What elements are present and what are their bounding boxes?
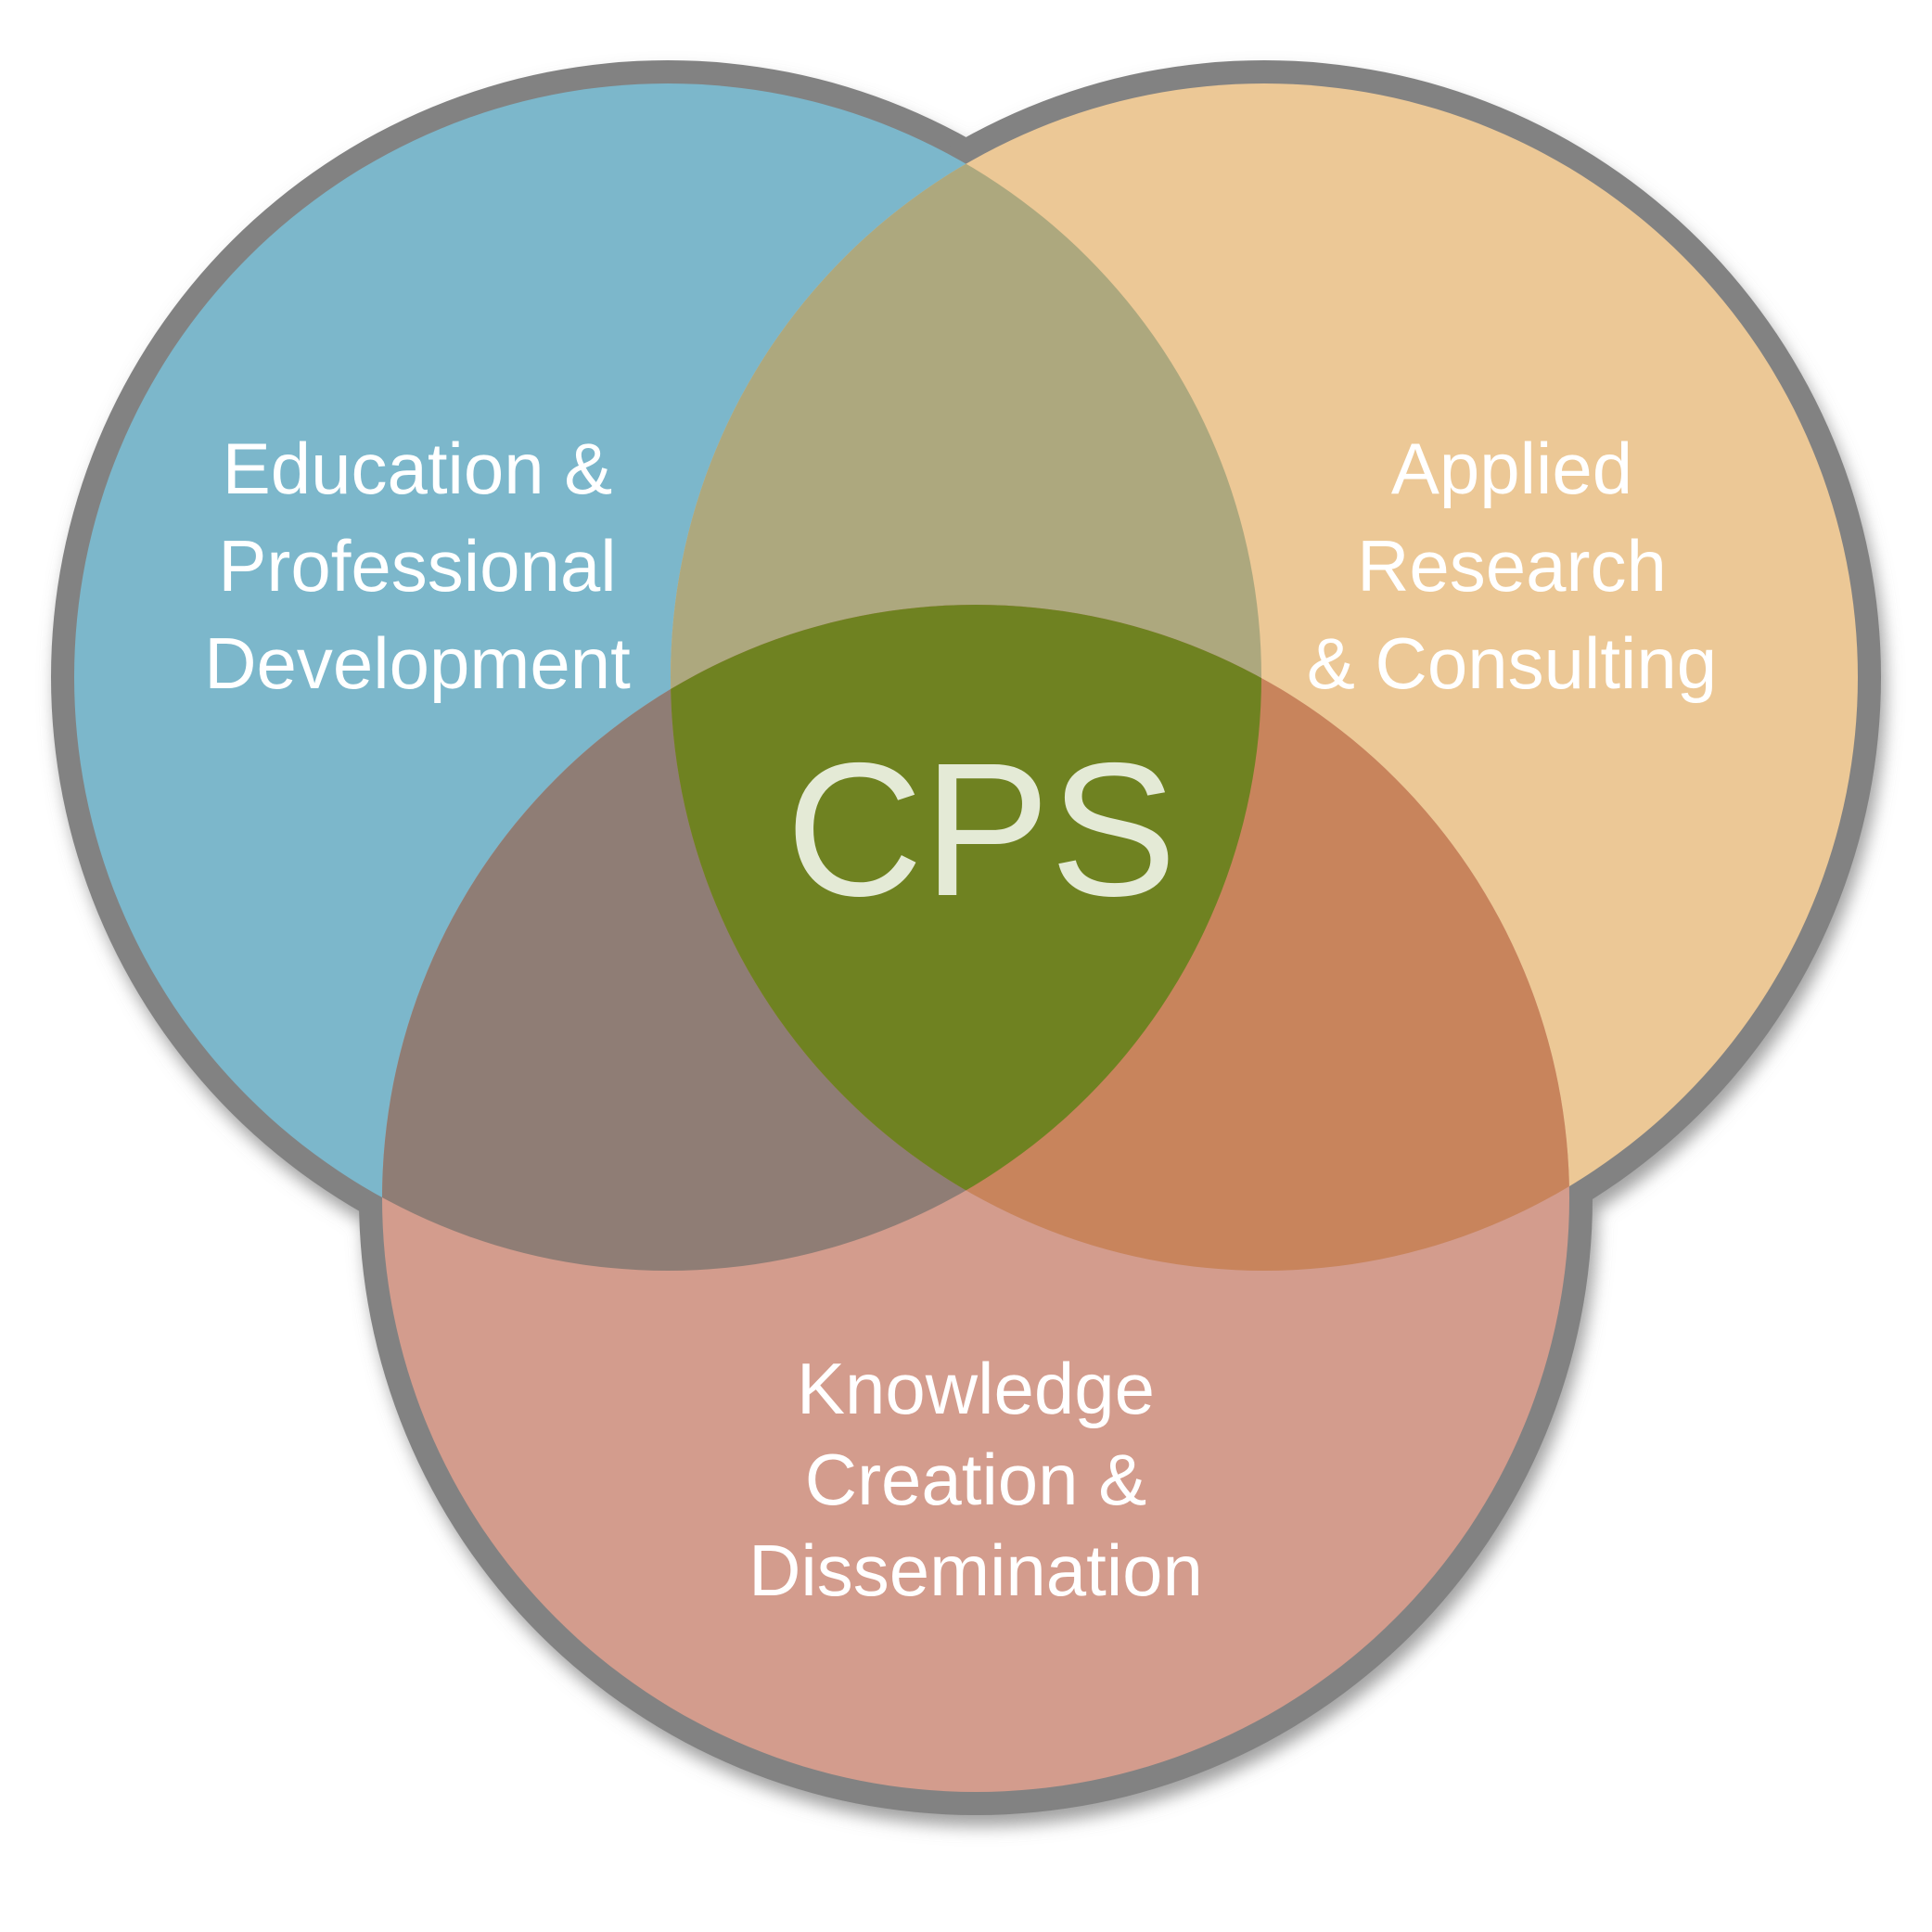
knowledge-label: Knowledge Creation & Dissemination xyxy=(748,1348,1203,1611)
research-label-line-1: Applied xyxy=(1391,428,1632,509)
education-label-line-3: Development xyxy=(204,622,631,704)
research-label-line-2: Research xyxy=(1357,525,1667,607)
overlap-center-region xyxy=(671,605,1261,1271)
research-label: Applied Research & Consulting xyxy=(1307,428,1717,704)
education-label-line-2: Professional xyxy=(218,525,616,607)
knowledge-label-line-2: Creation & xyxy=(805,1439,1147,1520)
center-cps-label: CPS xyxy=(786,723,1177,936)
knowledge-label-line-3: Dissemination xyxy=(748,1529,1203,1611)
knowledge-label-line-1: Knowledge xyxy=(797,1348,1155,1429)
education-label: Education & Professional Development xyxy=(204,428,631,704)
education-label-line-1: Education & xyxy=(223,428,613,509)
research-label-line-3: & Consulting xyxy=(1307,622,1717,704)
